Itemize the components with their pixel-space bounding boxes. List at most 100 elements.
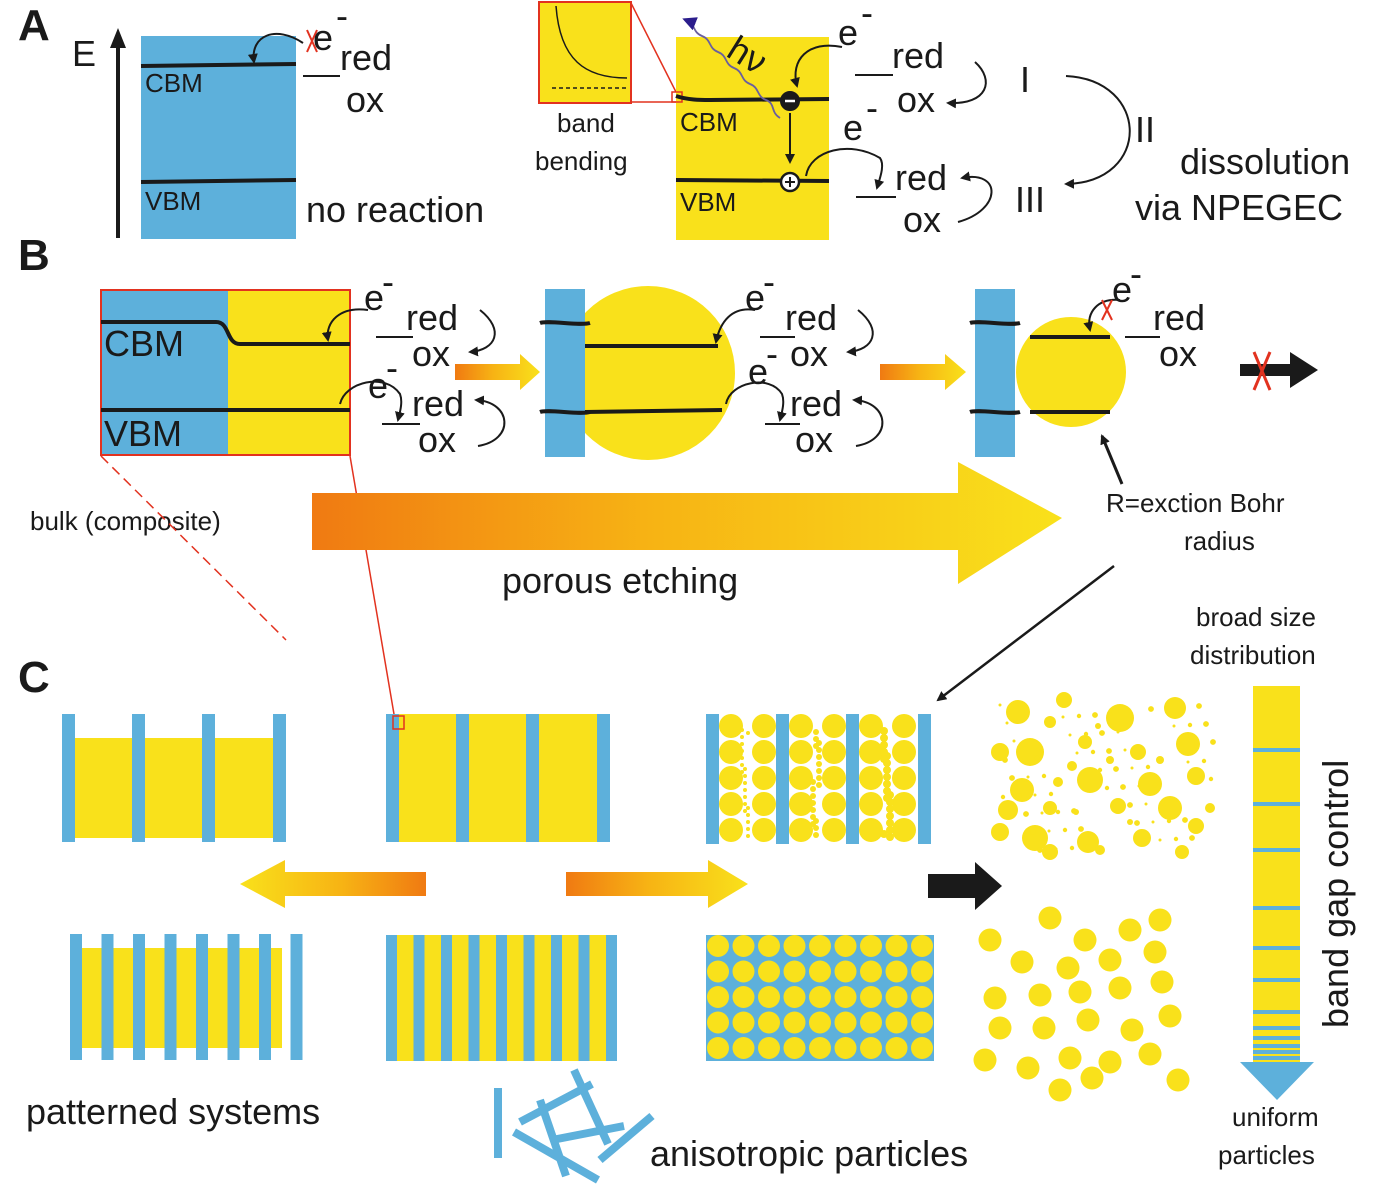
red-x-mark — [306, 29, 318, 53]
b1-red: red — [406, 297, 458, 338]
pore — [789, 766, 813, 790]
uniform-pore — [885, 935, 908, 957]
ox-label-top: ox — [897, 79, 935, 120]
pore — [892, 818, 916, 842]
b3-electron-sup: - — [1130, 253, 1142, 294]
pore — [719, 740, 743, 764]
tiny-particle — [1033, 793, 1037, 797]
particle — [1043, 801, 1057, 815]
tiny-particle — [1165, 706, 1169, 710]
pore — [822, 740, 846, 764]
patterned-bottom-bars — [70, 934, 303, 1060]
final-particle — [1016, 317, 1126, 427]
bulk-composite-label: bulk (composite) — [30, 506, 221, 536]
bohr-label-1: R=exction Bohr — [1106, 488, 1285, 518]
band-bending-curve — [555, 5, 628, 79]
pore — [719, 714, 743, 738]
process-arrow-1 — [455, 354, 540, 390]
particle — [1042, 844, 1058, 860]
uniform-particle — [1058, 1046, 1082, 1070]
small-pore — [810, 800, 816, 806]
small-pore — [886, 833, 894, 841]
particle — [1056, 692, 1072, 708]
electron-injection-arrow — [790, 44, 843, 88]
pattern-bar — [164, 934, 177, 1060]
uniform-pore — [809, 935, 831, 957]
composite-bar — [386, 935, 397, 1061]
uniform-particle — [1048, 1078, 1072, 1102]
red-to-ox-arrow-top — [946, 61, 987, 109]
uniform-pore — [707, 960, 729, 983]
uniform-pore — [834, 986, 857, 1008]
uniform-label-1: uniform — [1232, 1102, 1319, 1132]
b2-ox-to-red — [852, 395, 884, 447]
uniform-pore — [783, 1037, 806, 1059]
small-pore — [880, 748, 888, 756]
tiny-particle — [1075, 751, 1079, 755]
small-pore — [813, 743, 819, 749]
b1-electron-sup-2: - — [386, 347, 398, 388]
uniform-pore — [885, 1011, 908, 1034]
b1-ox: ox — [412, 333, 450, 374]
particle — [1067, 761, 1077, 771]
uniform-particle — [1098, 1050, 1122, 1074]
particle — [1095, 845, 1105, 855]
band-level — [1253, 748, 1300, 752]
particle — [1127, 819, 1133, 825]
pore — [859, 714, 883, 738]
bohr-label-2: radius — [1184, 526, 1255, 556]
composite-vbm-label: VBM — [104, 413, 182, 454]
uniform-particle — [1148, 908, 1172, 932]
small-pore — [880, 727, 888, 735]
b2-electron-sup-2: - — [766, 333, 778, 374]
tiny-particle — [1005, 721, 1009, 725]
tiny-particle — [1048, 791, 1054, 797]
cbm-band-blue — [140, 62, 297, 68]
band-level — [1253, 906, 1300, 910]
composite-bar — [551, 935, 562, 1061]
b2-red-2: red — [790, 383, 842, 424]
small-pore — [743, 802, 747, 806]
particle — [1164, 697, 1186, 719]
tiny-particle — [1186, 760, 1190, 764]
uniform-pore — [783, 960, 806, 983]
b3-red-x — [1101, 299, 1113, 321]
particle — [1110, 798, 1126, 814]
dissolution-label-1: dissolution — [1180, 141, 1350, 182]
uniform-pore — [758, 1037, 780, 1059]
uniform-pore — [732, 986, 755, 1008]
small-pore — [886, 812, 894, 820]
small-pore — [746, 820, 750, 824]
uniform-particle — [1108, 976, 1132, 1000]
uniform-particle — [1073, 928, 1097, 952]
small-pore — [740, 763, 744, 767]
tiny-particle — [1159, 800, 1165, 806]
small-pore — [746, 813, 750, 817]
pore — [752, 714, 776, 738]
uniform-pore — [860, 935, 882, 957]
small-pore — [740, 735, 744, 739]
band-gap-bar — [1253, 686, 1300, 1064]
pore — [752, 766, 776, 790]
small-pore — [743, 767, 747, 771]
uniform-pore — [707, 935, 729, 957]
particle — [1205, 803, 1215, 813]
composite-electron-arrow — [321, 308, 369, 342]
small-pore — [883, 787, 891, 795]
composite-yellow-part — [228, 290, 350, 455]
uniform-particle — [1032, 1016, 1056, 1040]
pattern-bar — [101, 934, 114, 1060]
band-level — [1253, 1026, 1300, 1030]
blocked-process-arrow — [1240, 352, 1318, 388]
pattern-bar — [133, 934, 145, 1060]
dissolution-label-2: via NPEGEC — [1135, 187, 1343, 228]
band-level — [1253, 1010, 1300, 1014]
porous-etching-label: porous etching — [502, 560, 738, 601]
particle — [1022, 825, 1048, 851]
particle — [1156, 756, 1164, 764]
uniform-pore — [911, 1037, 933, 1059]
composite-blue-part — [101, 290, 228, 455]
small-pore — [816, 775, 822, 781]
tiny-particle — [1097, 767, 1103, 773]
patterning-arrow-left — [240, 860, 426, 908]
